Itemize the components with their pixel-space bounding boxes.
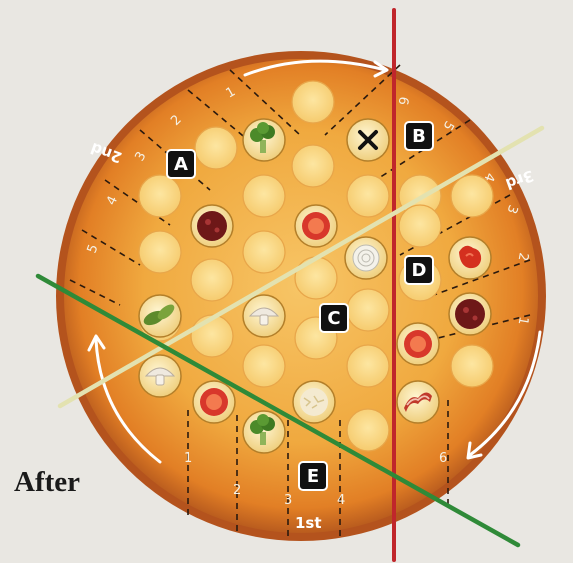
red-pepper-token bbox=[449, 237, 491, 279]
tomato-token bbox=[397, 323, 439, 365]
mushroom-token bbox=[243, 295, 285, 337]
cheese-token bbox=[293, 381, 335, 423]
bacon-token bbox=[397, 381, 439, 423]
svg-text:2: 2 bbox=[233, 483, 241, 498]
tomato-token bbox=[295, 205, 337, 247]
section-label-a: A bbox=[167, 150, 195, 178]
svg-text:1: 1 bbox=[184, 451, 192, 466]
broccoli-token bbox=[243, 119, 285, 161]
basil-token bbox=[139, 295, 181, 337]
onion-token bbox=[345, 237, 387, 279]
svg-text:B: B bbox=[412, 126, 426, 147]
svg-text:A: A bbox=[174, 154, 188, 175]
svg-text:C: C bbox=[327, 308, 340, 329]
section-label-e: E bbox=[299, 462, 327, 490]
svg-text:4: 4 bbox=[337, 493, 345, 508]
mushroom-token bbox=[139, 355, 181, 397]
section-label-d: D bbox=[405, 256, 433, 284]
svg-text:6: 6 bbox=[439, 451, 447, 466]
tomato-token bbox=[193, 381, 235, 423]
broccoli-token bbox=[243, 411, 285, 453]
svg-text:E: E bbox=[307, 466, 319, 487]
svg-text:3: 3 bbox=[284, 493, 292, 508]
pepperoni-token bbox=[191, 205, 233, 247]
section-label-c: C bbox=[320, 304, 348, 332]
section-label-b: B bbox=[405, 122, 433, 150]
pepperoni-token bbox=[449, 293, 491, 335]
after-caption: After bbox=[14, 466, 80, 499]
player-label-1st: 1st bbox=[295, 514, 322, 532]
blocked-x-token bbox=[347, 119, 389, 161]
svg-text:D: D bbox=[412, 260, 427, 281]
